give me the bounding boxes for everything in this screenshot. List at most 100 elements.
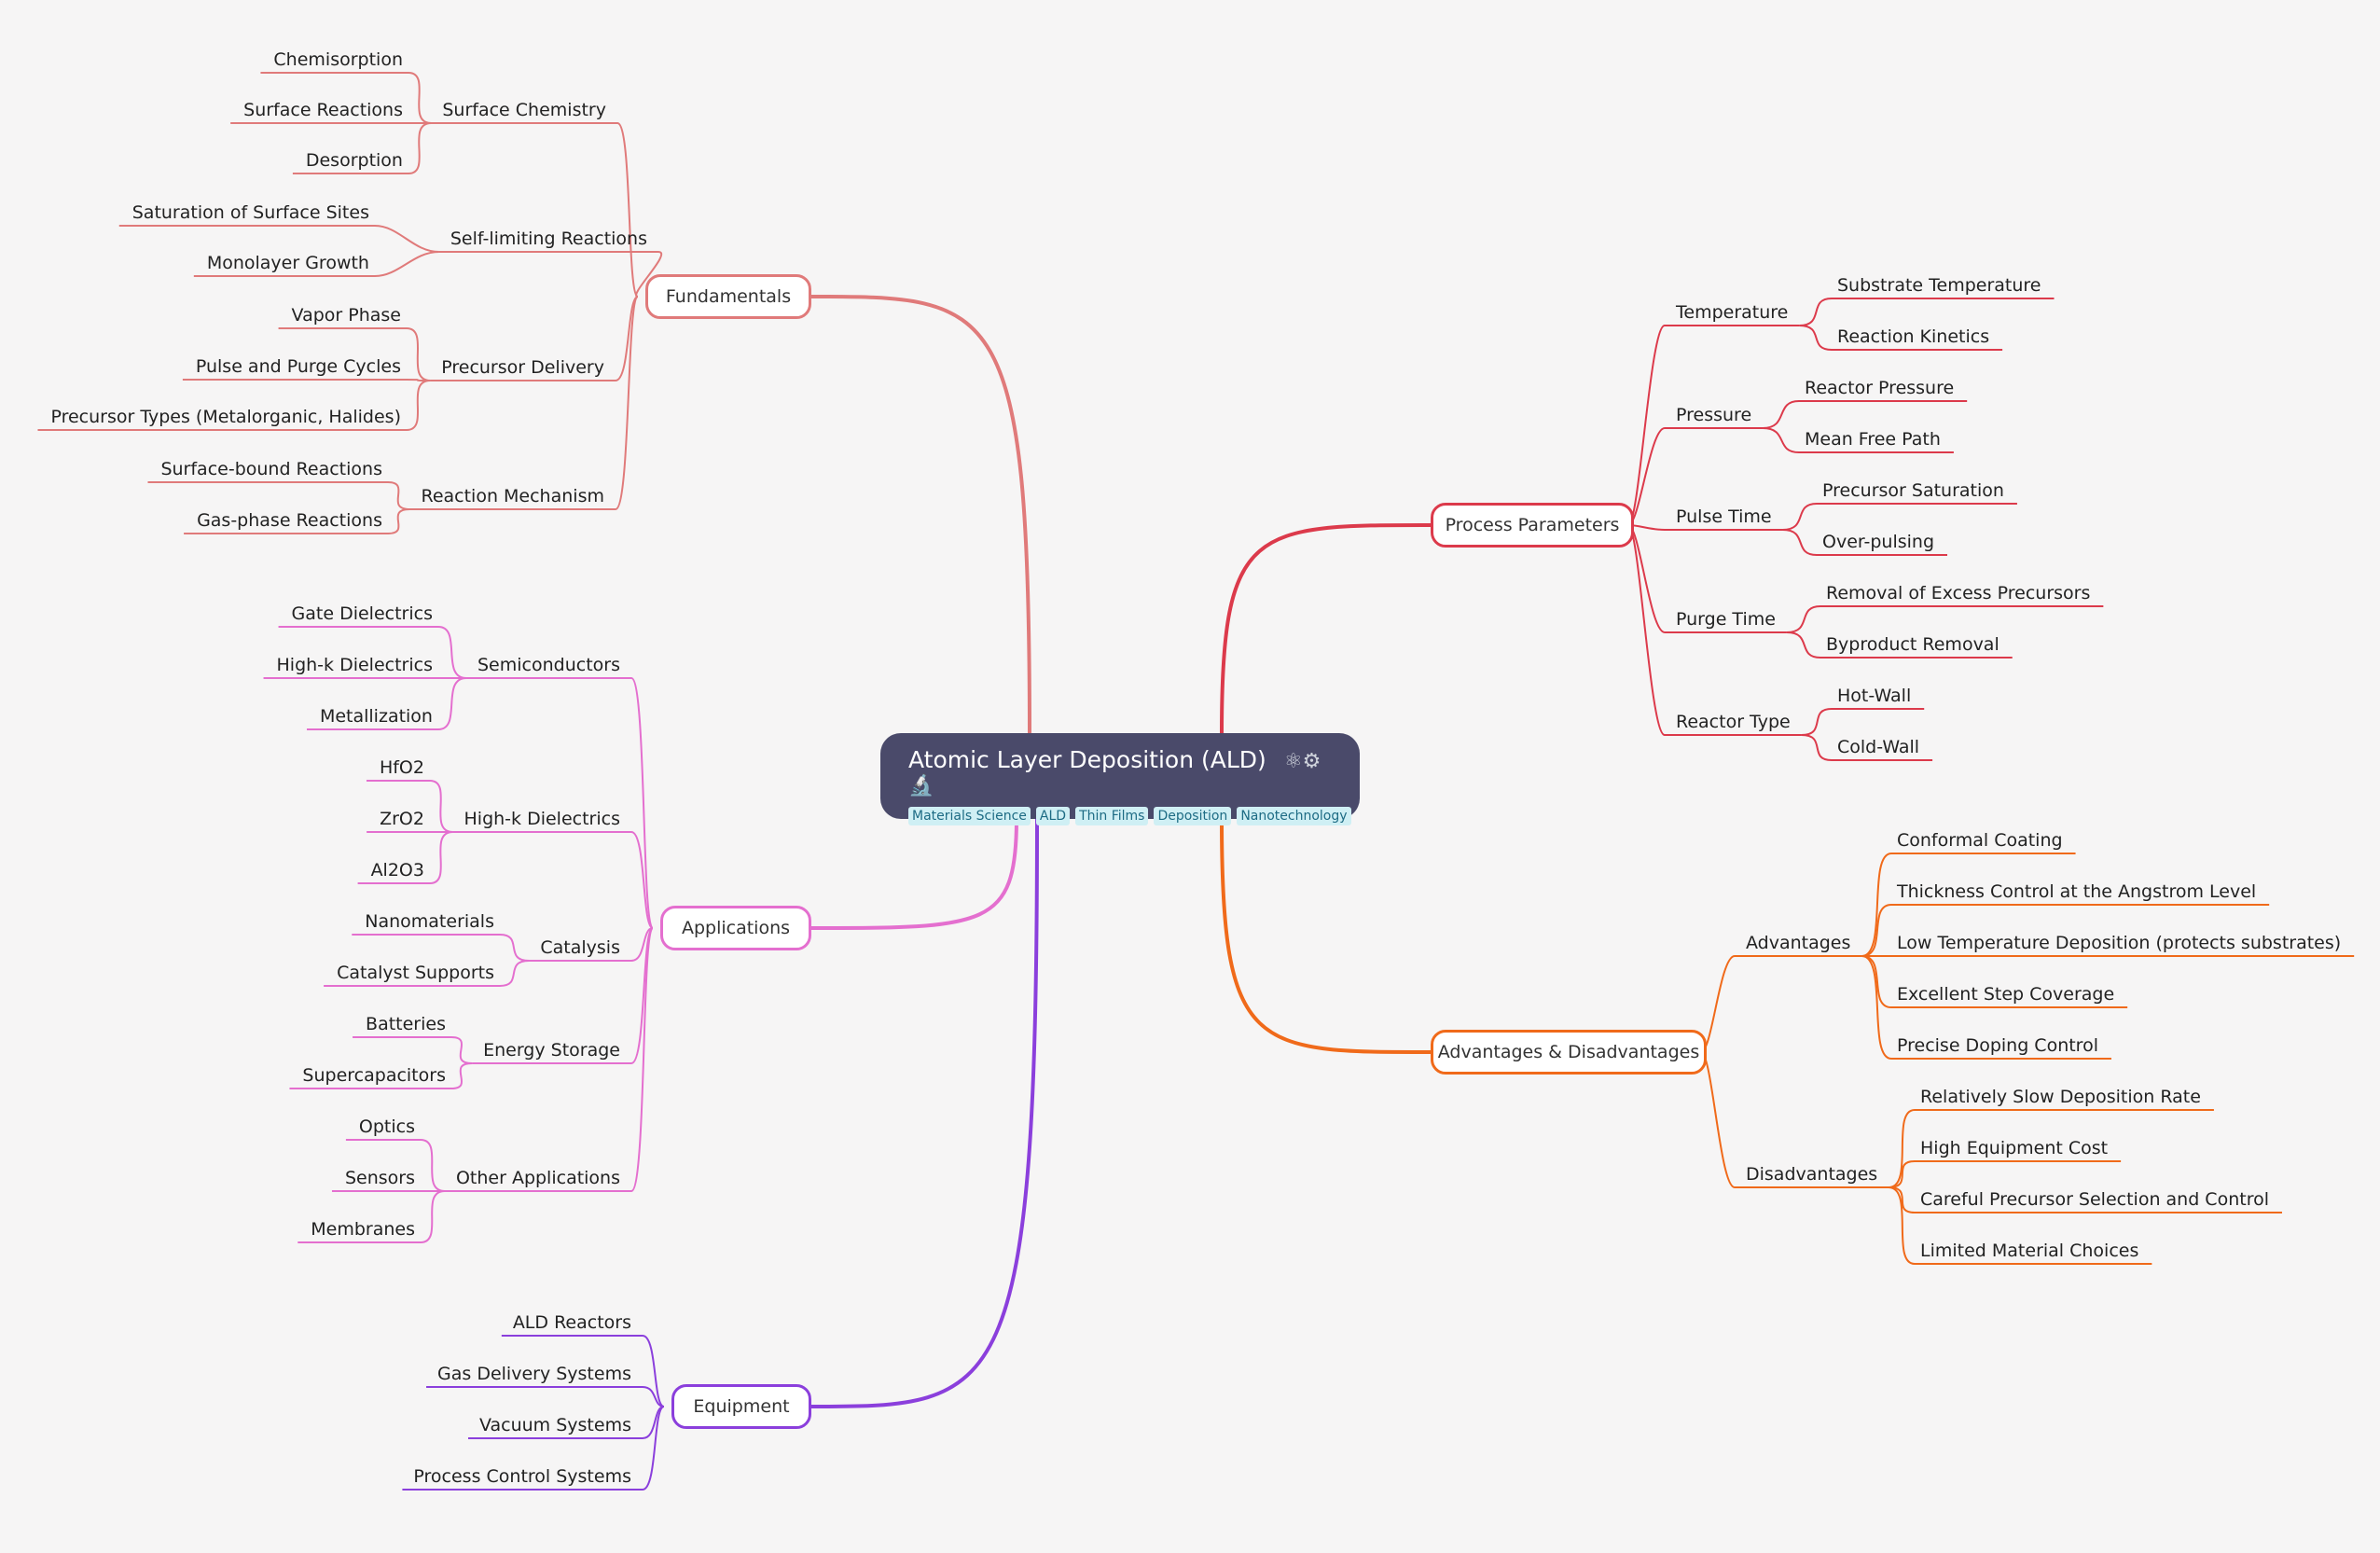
branch-process-parameters[interactable]: Process Parameters [1431,503,1634,548]
leaf-cold-wall[interactable]: Cold-Wall [1837,737,1920,757]
leaf-hfo2[interactable]: HfO2 [379,757,424,778]
leaf-careful-precursor-selection-and-control[interactable]: Careful Precursor Selection and Control [1920,1189,2269,1210]
node-other-applications[interactable]: Other Applications [455,1168,620,1188]
node-ald-reactors[interactable]: ALD Reactors [512,1312,631,1333]
link-root-advantages-disadvantages [1220,818,1432,1054]
leaf-hot-wall[interactable]: Hot-Wall [1837,686,1912,706]
node-process-control-systems[interactable]: Process Control Systems [413,1466,631,1487]
node-reaction-mechanism[interactable]: Reaction Mechanism [421,486,604,506]
link-fundamentals-reaction-mechanism [615,296,639,510]
node-pressure[interactable]: Pressure [1676,405,1752,425]
node-advantages[interactable]: Advantages [1746,933,1851,953]
leaf-low-temperature-deposition-protects-substrates[interactable]: Low Temperature Deposition (protects sub… [1897,933,2342,953]
link-other-applications-optics [420,1139,446,1192]
link-catalysis-catalyst-supports [499,960,530,987]
node-pulse-time[interactable]: Pulse Time [1676,506,1772,527]
leaf-nanomaterials[interactable]: Nanomaterials [365,911,494,932]
leaf-thickness-control-at-the-angstrom-level[interactable]: Thickness Control at the Angstrom Level [1897,881,2257,902]
leaf-surface-bound-reactions[interactable]: Surface-bound Reactions [160,459,382,479]
leaf-reactor-pressure[interactable]: Reactor Pressure [1805,378,1955,398]
leaf-conformal-coating[interactable]: Conformal Coating [1897,830,2063,851]
node-energy-storage[interactable]: Energy Storage [483,1040,620,1061]
branch-advantages-disadvantages[interactable]: Advantages & Disadvantages [1431,1030,1707,1075]
link-applications-other-applications [630,927,654,1192]
branch-applications[interactable]: Applications [660,906,811,950]
leaf-pulse-and-purge-cycles[interactable]: Pulse and Purge Cycles [195,356,401,377]
node-self-limiting-reactions[interactable]: Self-limiting Reactions [450,229,647,249]
leaf-surface-reactions[interactable]: Surface Reactions [243,100,403,120]
link-catalysis-nanomaterials [499,934,530,962]
node-surface-chemistry[interactable]: Surface Chemistry [442,100,606,120]
link-fundamentals-self-limiting-reactions [635,251,662,298]
link-reaction-mechanism-surface-bound-reactions [387,481,410,510]
leaf-removal-of-excess-precursors[interactable]: Removal of Excess Precursors [1826,583,2091,603]
link-equipment-ald-reactors [642,1335,665,1407]
tag-materials-science[interactable]: Materials Science [908,807,1031,825]
root-node[interactable]: Atomic Layer Deposition (ALD) ⚛⚙🔬 Materi… [880,733,1360,825]
leaf-catalyst-supports[interactable]: Catalyst Supports [337,963,494,983]
leaf-mean-free-path[interactable]: Mean Free Path [1805,429,1941,450]
root-title: Atomic Layer Deposition (ALD) [908,746,1266,773]
leaf-vapor-phase[interactable]: Vapor Phase [291,305,401,326]
node-catalysis[interactable]: Catalysis [540,937,620,958]
leaf-high-k-dielectrics[interactable]: High-k Dielectrics [276,655,433,675]
node-disadvantages[interactable]: Disadvantages [1746,1164,1878,1185]
link-disadvantages-relatively-slow-deposition-rate [1888,1109,1916,1188]
link-surface-chemistry-chemisorption [408,72,432,124]
leaf-reaction-kinetics[interactable]: Reaction Kinetics [1837,326,1990,347]
root-tags: Materials Science ALD Thin Films Deposit… [908,807,1351,825]
node-purge-time[interactable]: Purge Time [1676,609,1776,630]
leaf-supercapacitors[interactable]: Supercapacitors [302,1065,446,1086]
leaf-limited-material-choices[interactable]: Limited Material Choices [1920,1241,2139,1261]
leaf-precursor-saturation[interactable]: Precursor Saturation [1822,480,2004,501]
node-semiconductors[interactable]: Semiconductors [477,655,620,675]
link-applications-energy-storage [630,927,654,1064]
leaf-membranes[interactable]: Membranes [311,1219,415,1240]
leaf-metallization[interactable]: Metallization [319,706,433,727]
link-reaction-mechanism-gas-phase-reactions [387,508,410,534]
link-process-parameters-temperature [1627,325,1666,526]
leaf-high-equipment-cost[interactable]: High Equipment Cost [1920,1138,2109,1158]
link-precursor-delivery-precursor-types-metalorganic-halides [406,380,431,431]
link-advantages-disadvantages-advantages [1700,955,1736,1053]
leaf-batteries[interactable]: Batteries [366,1014,446,1034]
link-temperature-reaction-kinetics [1799,325,1833,351]
link-disadvantages-high-equipment-cost [1889,1160,1916,1188]
link-disadvantages-limited-material-choices [1888,1186,1916,1265]
tag-thin-films[interactable]: Thin Films [1075,807,1149,825]
leaf-monolayer-growth[interactable]: Monolayer Growth [206,253,369,273]
leaf-saturation-of-surface-sites[interactable]: Saturation of Surface Sites [131,202,369,223]
node-high-k-dielectrics[interactable]: High-k Dielectrics [464,809,620,829]
tag-nanotechnology[interactable]: Nanotechnology [1237,807,1351,825]
leaf-zro2[interactable]: ZrO2 [380,809,424,829]
leaf-chemisorption[interactable]: Chemisorption [273,49,403,70]
leaf-optics[interactable]: Optics [358,1116,415,1137]
leaf-substrate-temperature[interactable]: Substrate Temperature [1837,275,2041,296]
leaf-precursor-types-metalorganic-halides[interactable]: Precursor Types (Metalorganic, Halides) [50,407,401,427]
tag-deposition[interactable]: Deposition [1154,807,1232,825]
node-reactor-type[interactable]: Reactor Type [1676,712,1791,732]
leaf-al2o3[interactable]: Al2O3 [370,860,424,880]
node-vacuum-systems[interactable]: Vacuum Systems [478,1415,631,1435]
node-temperature[interactable]: Temperature [1676,302,1789,323]
branch-equipment[interactable]: Equipment [671,1384,811,1429]
node-gas-delivery-systems[interactable]: Gas Delivery Systems [437,1364,631,1384]
leaf-byproduct-removal[interactable]: Byproduct Removal [1826,634,1999,655]
leaf-sensors[interactable]: Sensors [344,1168,415,1188]
leaf-excellent-step-coverage[interactable]: Excellent Step Coverage [1897,984,2115,1005]
leaf-precise-doping-control[interactable]: Precise Doping Control [1897,1035,2098,1056]
link-purge-time-byproduct-removal [1786,631,1821,659]
leaf-gas-phase-reactions[interactable]: Gas-phase Reactions [197,510,382,531]
leaf-gate-dielectrics[interactable]: Gate Dielectrics [291,603,433,624]
leaf-relatively-slow-deposition-rate[interactable]: Relatively Slow Deposition Rate [1920,1087,2201,1107]
node-precursor-delivery[interactable]: Precursor Delivery [441,357,604,378]
branch-fundamentals[interactable]: Fundamentals [645,274,811,319]
tag-ald[interactable]: ALD [1035,807,1071,825]
link-pressure-mean-free-path [1763,427,1800,453]
leaf-desorption[interactable]: Desorption [305,150,403,171]
link-advantages-conformal-coating [1861,853,1892,957]
leaf-over-pulsing[interactable]: Over-pulsing [1822,532,1935,552]
link-high-k-dielectrics-al2o3 [429,831,453,884]
atom-gear-microscope-icon: ⚛⚙🔬 [908,750,1321,797]
